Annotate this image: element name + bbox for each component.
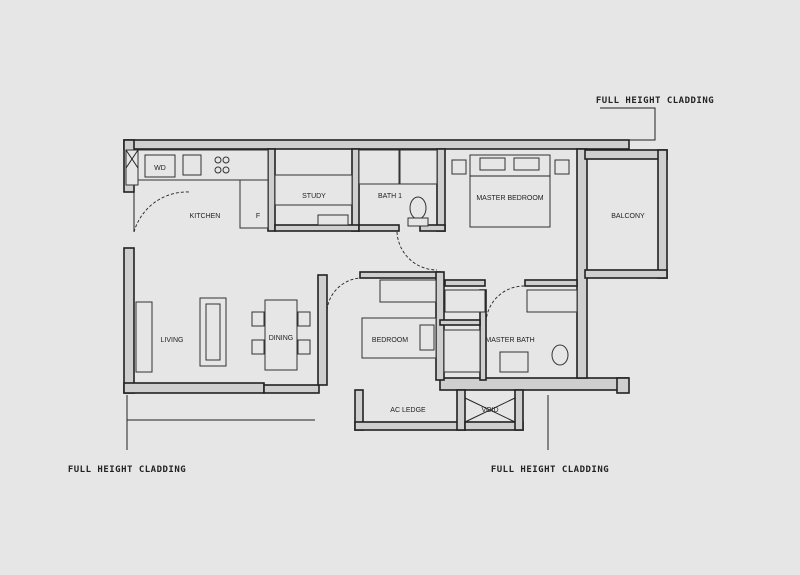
note-cladding-bottom-right: FULL HEIGHT CLADDING	[491, 465, 609, 475]
label-wd: WD	[154, 165, 166, 172]
outer-walls	[123, 139, 668, 394]
label-dining: DINING	[269, 335, 294, 342]
label-living: LIVING	[161, 337, 184, 344]
label-bath1: BATH 1	[378, 193, 402, 200]
label-void: VOID	[481, 407, 498, 414]
study-fixtures	[274, 174, 353, 226]
door-swings	[133, 191, 525, 323]
bath1-fixtures	[358, 149, 438, 227]
label-ac-ledge: AC LEDGE	[390, 407, 426, 414]
label-master-bedroom: MASTER BEDROOM	[476, 195, 543, 202]
label-bedroom: BEDROOM	[372, 337, 408, 344]
note-cladding-top-right: FULL HEIGHT CLADDING	[596, 96, 714, 106]
wardrobes	[379, 279, 578, 313]
master-bedroom-furniture	[451, 154, 570, 228]
interior-walls	[267, 148, 578, 386]
ac-ledge-void	[354, 389, 524, 431]
kitchen-fixtures	[125, 149, 269, 229]
living-dining-furniture	[135, 297, 311, 373]
master-bath-fixtures	[443, 329, 569, 373]
note-cladding-bottom-left: FULL HEIGHT CLADDING	[68, 465, 186, 475]
label-kitchen: KITCHEN	[190, 213, 221, 220]
label-study: STUDY	[302, 193, 326, 200]
cladding-leader-lines	[126, 107, 656, 450]
label-balcony: BALCONY	[611, 213, 645, 220]
bedroom-furniture	[361, 317, 437, 359]
label-fridge: F	[256, 213, 260, 220]
label-master-bath: MASTER BATH	[485, 337, 534, 344]
